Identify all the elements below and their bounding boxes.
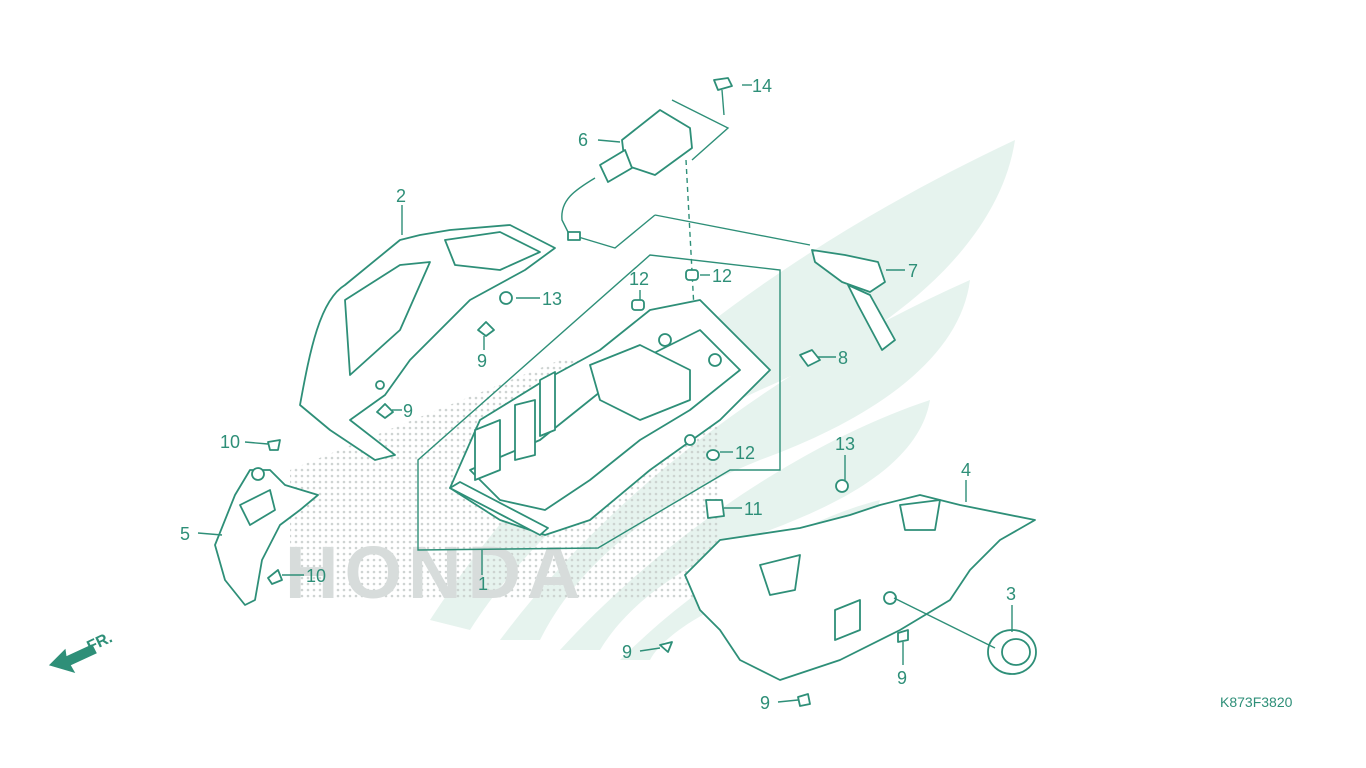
callout-1: 1 [478,574,488,594]
callout-14: 14 [752,76,772,96]
callout-10-a: 10 [220,432,240,452]
callout-9-d: 9 [897,668,907,688]
callout-7: 7 [908,261,918,281]
front-direction-arrow: FR. [48,629,116,673]
cable-routing-line [654,214,811,246]
fasteners [267,269,909,707]
callout-12-b: 12 [712,266,732,286]
part-2-inner-cover [299,224,556,461]
callout-3: 3 [1006,584,1016,604]
honda-watermark-text: HONDA [285,531,586,614]
callout-12-c: 12 [735,443,755,463]
callout-13-b: 13 [835,434,855,454]
callout-5: 5 [180,524,190,544]
callout-9-a: 9 [477,351,487,371]
callout-labels: 1 2 3 4 5 6 7 8 9 9 9 9 9 10 10 11 12 12… [180,76,1016,713]
callout-4: 4 [961,460,971,480]
callout-9-e: 9 [760,693,770,713]
callout-10-b: 10 [306,566,326,586]
part-6-ignition-coil [561,109,693,241]
callout-2: 2 [396,186,406,206]
cable-routing-line-2 [574,214,656,249]
callout-8: 8 [838,348,848,368]
diagram-code: K873F3820 [1220,694,1293,710]
part-7-spark-plug-cap [811,249,896,351]
part-5-bracket [214,467,319,606]
part-1-inner-tray [449,299,771,536]
part-14-bracket-line [671,99,730,161]
callout-11: 11 [744,499,763,519]
leader-lines [197,84,1013,703]
part-1-group-outline [417,254,781,551]
callout-9-b: 9 [403,401,413,421]
fr-label: FR. [85,629,116,655]
callout-13-a: 13 [542,289,562,309]
callout-12-a: 12 [629,269,649,289]
part-3-grommet [987,629,1037,675]
part-4-under-cover [684,494,1036,681]
callout-9-c: 9 [622,642,632,662]
part-14-bolt [713,77,733,116]
callout-6: 6 [578,130,588,150]
